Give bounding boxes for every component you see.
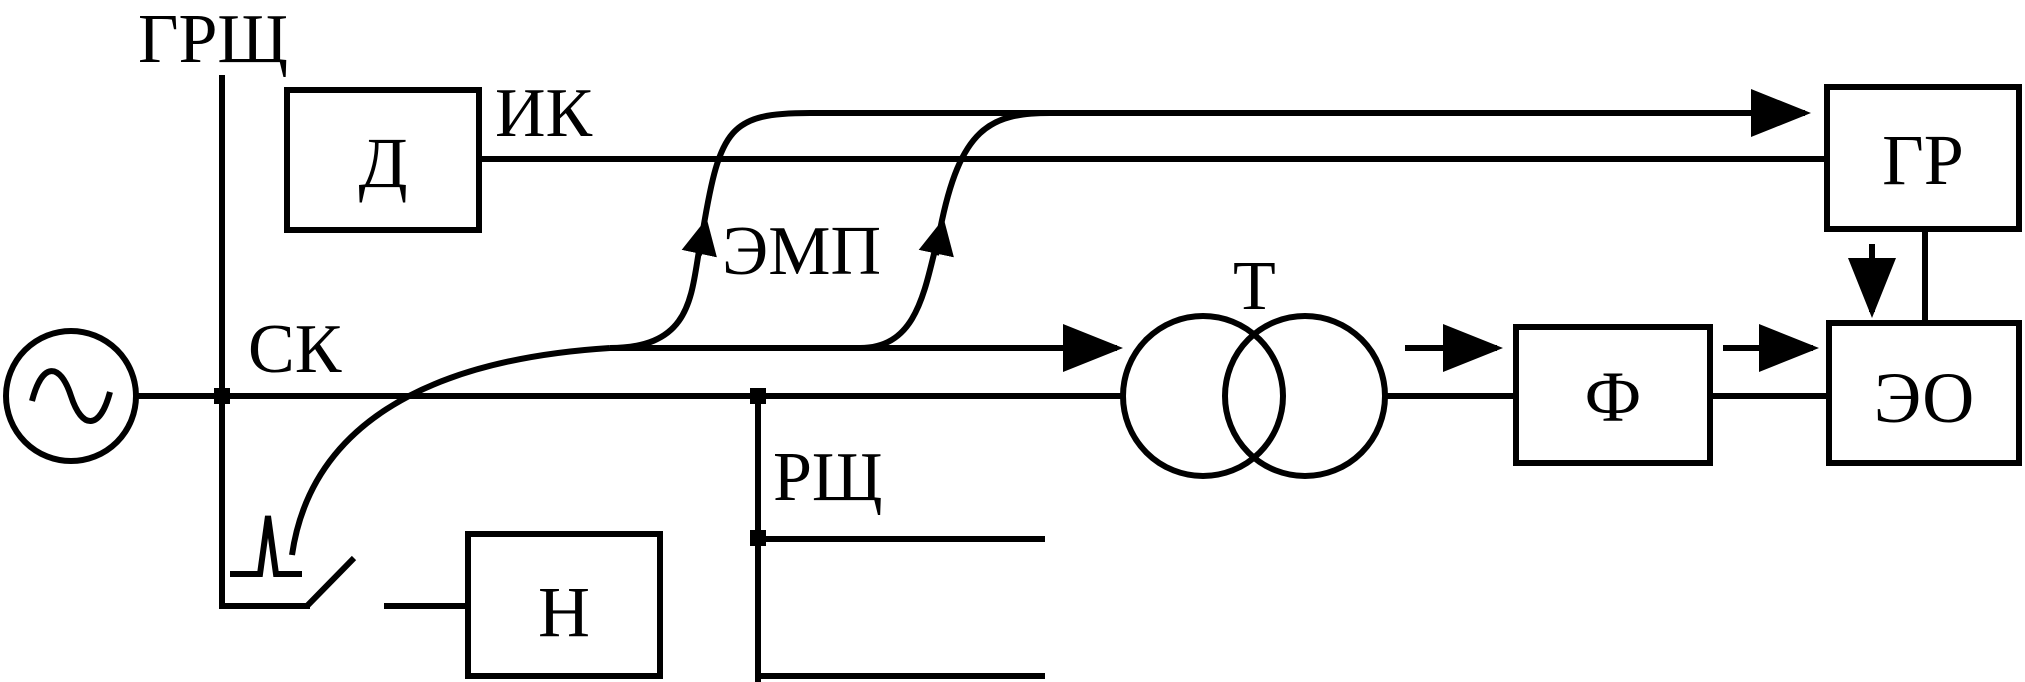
emf-label: ЭМП xyxy=(722,213,881,290)
sensor-label: Д xyxy=(358,123,407,203)
object-block xyxy=(1826,320,2022,466)
infrared-channel-label: ИК xyxy=(495,75,593,152)
transformer xyxy=(1120,313,1388,479)
power-cable-label: СК xyxy=(248,311,342,388)
emf-curve-right xyxy=(859,110,1051,351)
transformer-label: Т xyxy=(1233,248,1276,325)
load-block xyxy=(465,531,663,679)
ac-source xyxy=(3,328,139,464)
filter-block xyxy=(1513,324,1713,466)
filter-label: Ф xyxy=(1585,357,1642,437)
sensor-block xyxy=(284,87,482,233)
switch xyxy=(219,555,468,610)
pulse-symbol xyxy=(230,515,302,577)
main-switchboard-label: ГРЩ xyxy=(138,1,288,78)
load-label: Н xyxy=(538,572,590,652)
object-label: ЭО xyxy=(1874,358,1974,438)
emf-main-curve xyxy=(289,345,611,556)
emf-arrow-left xyxy=(681,218,717,258)
sine-symbol xyxy=(29,368,113,424)
emf-arrow-right xyxy=(918,218,954,258)
bus-junction-node xyxy=(214,388,230,404)
registrar-label: ГР xyxy=(1882,120,1964,200)
distribution-board-label: РЩ xyxy=(773,439,883,516)
distribution-junction-top xyxy=(750,388,766,404)
